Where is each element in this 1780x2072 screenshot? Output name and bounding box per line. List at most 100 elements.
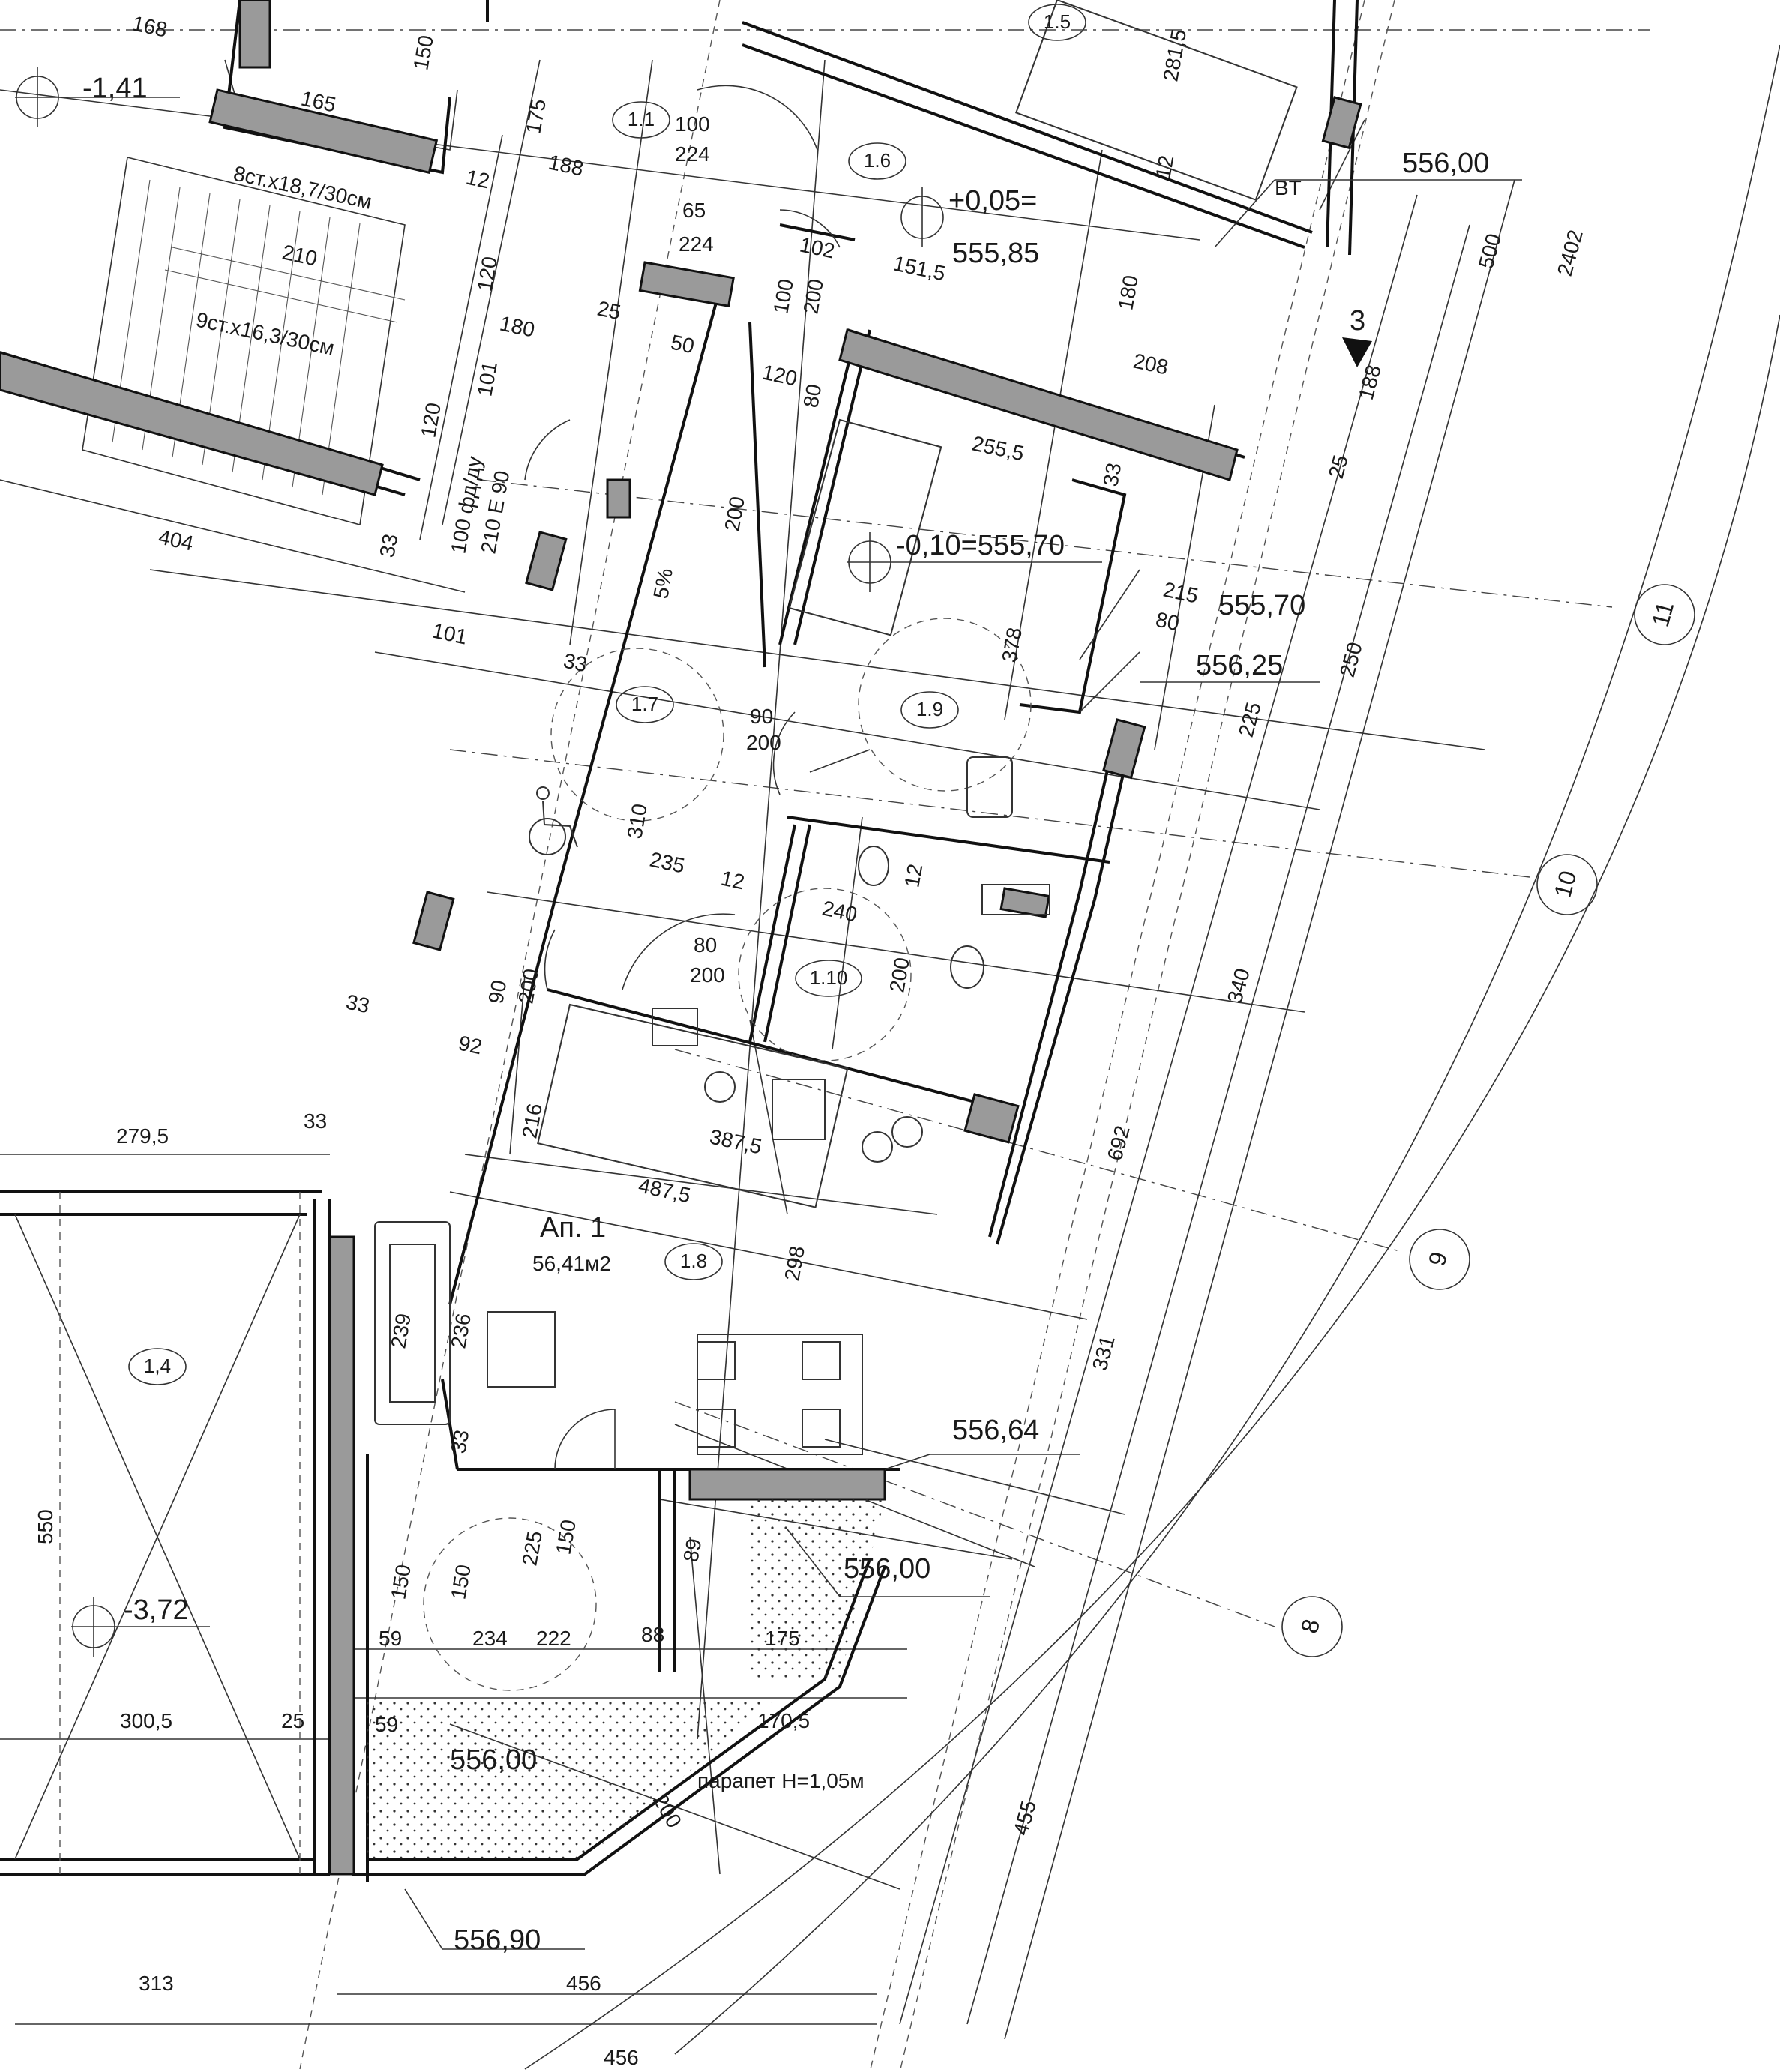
- level-value: -0,10=555,70: [896, 530, 1065, 561]
- dimension-label: 387,5: [708, 1125, 764, 1159]
- dimension-label: 150: [409, 34, 438, 72]
- door-swings: [524, 85, 871, 1470]
- level-value: 556,00: [450, 1744, 537, 1776]
- dimension-label: 240: [820, 897, 859, 927]
- dimension-label: 279,5: [116, 1124, 169, 1148]
- dimension-label: 12: [1151, 154, 1178, 181]
- dimension-label: 281,5: [1158, 28, 1191, 83]
- axis-label-9: 9: [1423, 1249, 1452, 1269]
- level-value: 556,90: [454, 1924, 541, 1956]
- dimension-label: 225: [1234, 699, 1266, 739]
- dimension-label: 216: [517, 1102, 547, 1140]
- room-tags: 1.1 1.5 1.6 1.7 1.9 1.10 1.8 1,4: [128, 4, 1086, 1385]
- level-value: 555,85: [952, 238, 1039, 269]
- dimension-label: 300,5: [120, 1709, 172, 1732]
- marker-bt: BT: [1275, 176, 1302, 199]
- dimension-label: 150: [446, 1563, 475, 1601]
- room-tag-1-7: 1.7: [631, 693, 658, 715]
- dimension-label: 88: [641, 1623, 664, 1646]
- dimension-label: 310: [622, 802, 652, 840]
- dimension-label: 25: [281, 1709, 304, 1732]
- axis-markers: 11 10 9 8 3: [1281, 305, 1695, 1657]
- stair-note: 8ст.х18,7/30см: [232, 162, 374, 214]
- dimension-label: 298: [780, 1244, 809, 1283]
- dimension-label: 170,5: [757, 1709, 810, 1732]
- dimension-label: 222: [536, 1627, 571, 1650]
- dimension-label: 59: [375, 1713, 398, 1736]
- level-value: +0,05=: [948, 185, 1037, 217]
- dimension-label: 234: [472, 1627, 508, 1650]
- dimension-label: 200: [720, 495, 749, 533]
- dimension-label: 59: [379, 1627, 402, 1650]
- dimension-label: 404: [157, 525, 196, 555]
- level-value: 556,25: [1196, 650, 1283, 681]
- level-value: 555,70: [1218, 590, 1305, 621]
- dimension-label: 12: [900, 862, 927, 889]
- dimension-label: 456: [566, 1972, 601, 1995]
- room-tag-1-8: 1.8: [680, 1250, 707, 1272]
- dimension-label: 200: [514, 967, 543, 1005]
- stair-note: 9ст.х16,3/30см: [194, 308, 337, 360]
- dimension-label: 80: [694, 933, 717, 957]
- axis-label-11: 11: [1647, 599, 1679, 630]
- notes: 8ст.х18,7/30см 9ст.х16,3/30см парапет Н=…: [194, 162, 1302, 1792]
- plot-boundary-lines: [524, 44, 1780, 2070]
- dimension-label: 455: [1009, 1798, 1041, 1837]
- dimension-label: 33: [375, 532, 402, 559]
- dimension-label: 120: [760, 361, 799, 391]
- dimension-label: 2402: [1553, 227, 1587, 278]
- dimension-label: 500: [1474, 231, 1506, 271]
- dimension-label: 235: [648, 848, 687, 878]
- dimension-label: 313: [139, 1972, 174, 1995]
- dimension-label: 80: [799, 382, 826, 409]
- dimension-label: 25: [595, 297, 623, 325]
- dimension-label: 102: [798, 233, 837, 263]
- dimension-label: 33: [446, 1428, 473, 1455]
- dimension-label: 255,5: [970, 432, 1026, 466]
- dimension-label: 180: [498, 312, 537, 342]
- grid-axis-lines: [0, 0, 1650, 2072]
- dimension-label: 100: [675, 112, 710, 136]
- room-tag-1-5: 1.5: [1044, 10, 1071, 33]
- apartment-name: Ап. 1: [540, 1212, 606, 1244]
- dimension-label: 224: [675, 142, 710, 166]
- dimension-label: 150: [551, 1518, 580, 1556]
- dimension-label: 200: [746, 731, 781, 754]
- dimension-label: 33: [304, 1109, 327, 1133]
- dimension-label: 33: [562, 649, 589, 677]
- room-tag-1-9: 1.9: [916, 698, 943, 720]
- level-values: -1,41 +0,05= 555,85 -0,10=555,70 -3,72 5…: [82, 73, 1489, 1956]
- dimension-label: 101: [472, 360, 502, 398]
- dimension-label: 331: [1088, 1333, 1119, 1373]
- dimension-label: 250: [1335, 639, 1367, 679]
- dimension-label: 65: [682, 199, 706, 222]
- section-label: 3: [1350, 305, 1365, 337]
- level-value: -3,72: [124, 1594, 189, 1626]
- dimension-label: 89: [679, 1537, 706, 1564]
- furniture: [374, 0, 1298, 1455]
- terrace-dotted-area: [367, 1499, 885, 1859]
- room-tag-1-1: 1.1: [628, 108, 655, 130]
- room-tag-1-10: 1.10: [810, 966, 848, 989]
- dimension-label: 225: [517, 1529, 547, 1567]
- turning-circles: [423, 618, 1032, 1691]
- axis-label-8: 8: [1296, 1616, 1325, 1636]
- dimension-label: 175: [765, 1627, 800, 1650]
- room-tag-1-4: 1,4: [144, 1355, 171, 1377]
- apartment-area: 56,41м2: [532, 1252, 611, 1275]
- dimension-label: 200: [690, 963, 725, 987]
- dimension-label: 50: [669, 331, 697, 358]
- section-arrow-icon: [1342, 337, 1372, 367]
- dimension-label: 150: [386, 1563, 415, 1601]
- dimension-label: 180: [1113, 274, 1143, 312]
- dimension-label: 92: [457, 1032, 484, 1059]
- dimension-label: 101: [430, 619, 469, 649]
- door-labels: 100 фд/ду 210 Е 90 100 224 65 224 100 20…: [446, 112, 828, 1005]
- dimension-label: 100: [769, 277, 798, 316]
- dimension-label: 692: [1103, 1123, 1134, 1163]
- level-value: 556,64: [952, 1415, 1039, 1446]
- dimension-label: 188: [547, 151, 586, 181]
- level-markers: [15, 67, 1102, 1657]
- dimension-label: 200: [799, 277, 828, 316]
